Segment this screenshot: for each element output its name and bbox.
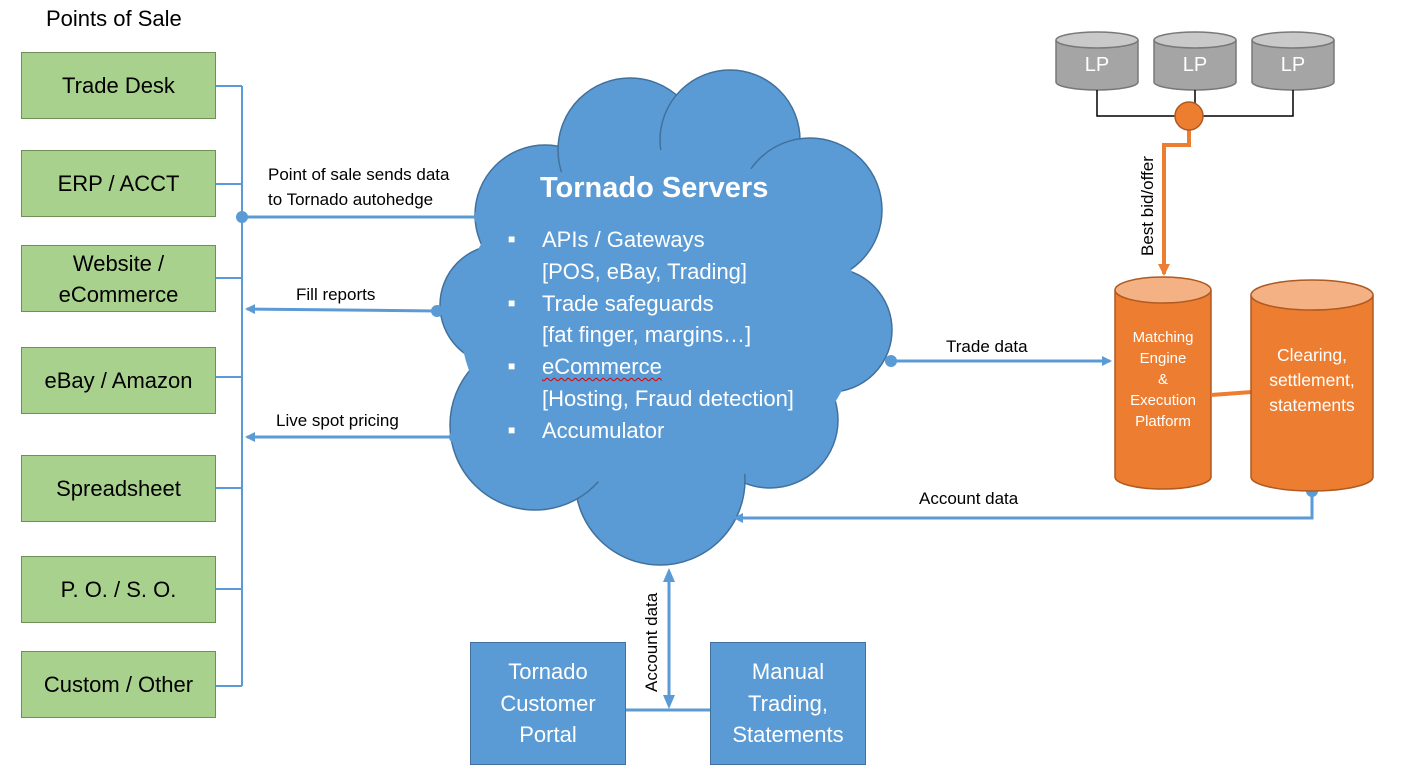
pos-box-spreadsheet: Spreadsheet (21, 455, 216, 522)
engine-clearing-connector (1210, 390, 1253, 397)
clearing-label: Clearing, settlement, statements (1269, 345, 1355, 415)
trade-data-arrow (885, 355, 1112, 367)
lp-cylinder (1153, 31, 1237, 91)
pos-box-erp-acct: ERP / ACCT (21, 150, 216, 217)
lp-label: LP (1182, 54, 1208, 76)
pos-box-label: P. O. / S. O. (60, 577, 177, 602)
feature-item-apis: APIs / Gateways [POS, eBay, Trading] (508, 224, 794, 288)
clearing-cylinder (1250, 279, 1374, 492)
feature-text: eCommerce (542, 354, 662, 380)
pos-box-label: Custom / Other (43, 672, 194, 697)
matching-engine-label: Matching Engine & Execution Platform (1130, 329, 1196, 430)
feature-item-ecommerce: eCommerce [Hosting, Fraud detection] (508, 351, 794, 415)
feature-subtext: [POS, eBay, Trading] (542, 258, 748, 284)
points-of-sale-title: Points of Sale (46, 6, 182, 31)
pos-bus-connector (216, 85, 243, 687)
pos-box-trade-desk: Trade Desk (21, 52, 216, 119)
account-data-arrow-right (733, 485, 1318, 523)
live-spot-pricing-label: Live spot pricing (276, 411, 399, 430)
pos-sends-data-label-line1: Point of sale sends data (268, 165, 450, 184)
pos-box-label: ERP / ACCT (57, 171, 180, 196)
pos-box-po-so: P. O. / S. O. (21, 556, 216, 623)
feature-text: Trade safeguards (542, 290, 714, 316)
account-data-label-right: Account data (919, 489, 1019, 508)
fill-reports-arrow (245, 304, 443, 317)
pos-box-custom-other: Custom / Other (21, 651, 216, 718)
lp-cylinders (1055, 31, 1335, 91)
best-bid-offer-label: Best bid/offer (1138, 156, 1157, 256)
account-data-label-bottom: Account data (642, 592, 661, 692)
live-spot-pricing-arrow (245, 431, 461, 443)
pos-box-website-ecommerce: Website / eCommerce (21, 245, 216, 312)
pos-sends-data-label-line2: to Tornado autohedge (268, 190, 434, 209)
lp-label: LP (1280, 54, 1306, 76)
lp-label: LP (1084, 54, 1110, 76)
tornado-servers-feature-list: APIs / Gateways [POS, eBay, Trading] Tra… (508, 224, 794, 447)
account-data-arrow-bottom (625, 568, 711, 712)
feature-text: APIs / Gateways (542, 227, 705, 252)
tornado-customer-portal-box: Tornado Customer Portal (470, 642, 626, 765)
pos-to-cloud-arrow (236, 211, 485, 223)
feature-item-safeguards: Trade safeguards [fat finger, margins…] (508, 288, 794, 352)
tornado-servers-title: Tornado Servers (540, 172, 769, 204)
feature-item-accumulator: Accumulator (508, 415, 794, 447)
manual-trading-statements-box: Manual Trading, Statements (710, 642, 866, 765)
fill-reports-label: Fill reports (296, 285, 376, 304)
pos-box-label: eBay / Amazon (44, 368, 193, 393)
lp-cylinder (1055, 31, 1139, 91)
feature-text: Accumulator (542, 417, 665, 443)
matching-engine-cylinder (1114, 276, 1212, 490)
pos-box-label: Trade Desk (62, 73, 175, 98)
feature-subtext: [Hosting, Fraud detection] (542, 385, 794, 411)
feature-subtext: [fat finger, margins…] (542, 322, 752, 348)
trade-data-label: Trade data (946, 337, 1028, 356)
pos-box-label: Website / eCommerce (58, 250, 179, 307)
pos-box-ebay-amazon: eBay / Amazon (21, 347, 216, 414)
lp-cylinder (1251, 31, 1335, 91)
best-bid-offer-arrow (1158, 101, 1204, 276)
pos-box-label: Spreadsheet (56, 476, 181, 501)
